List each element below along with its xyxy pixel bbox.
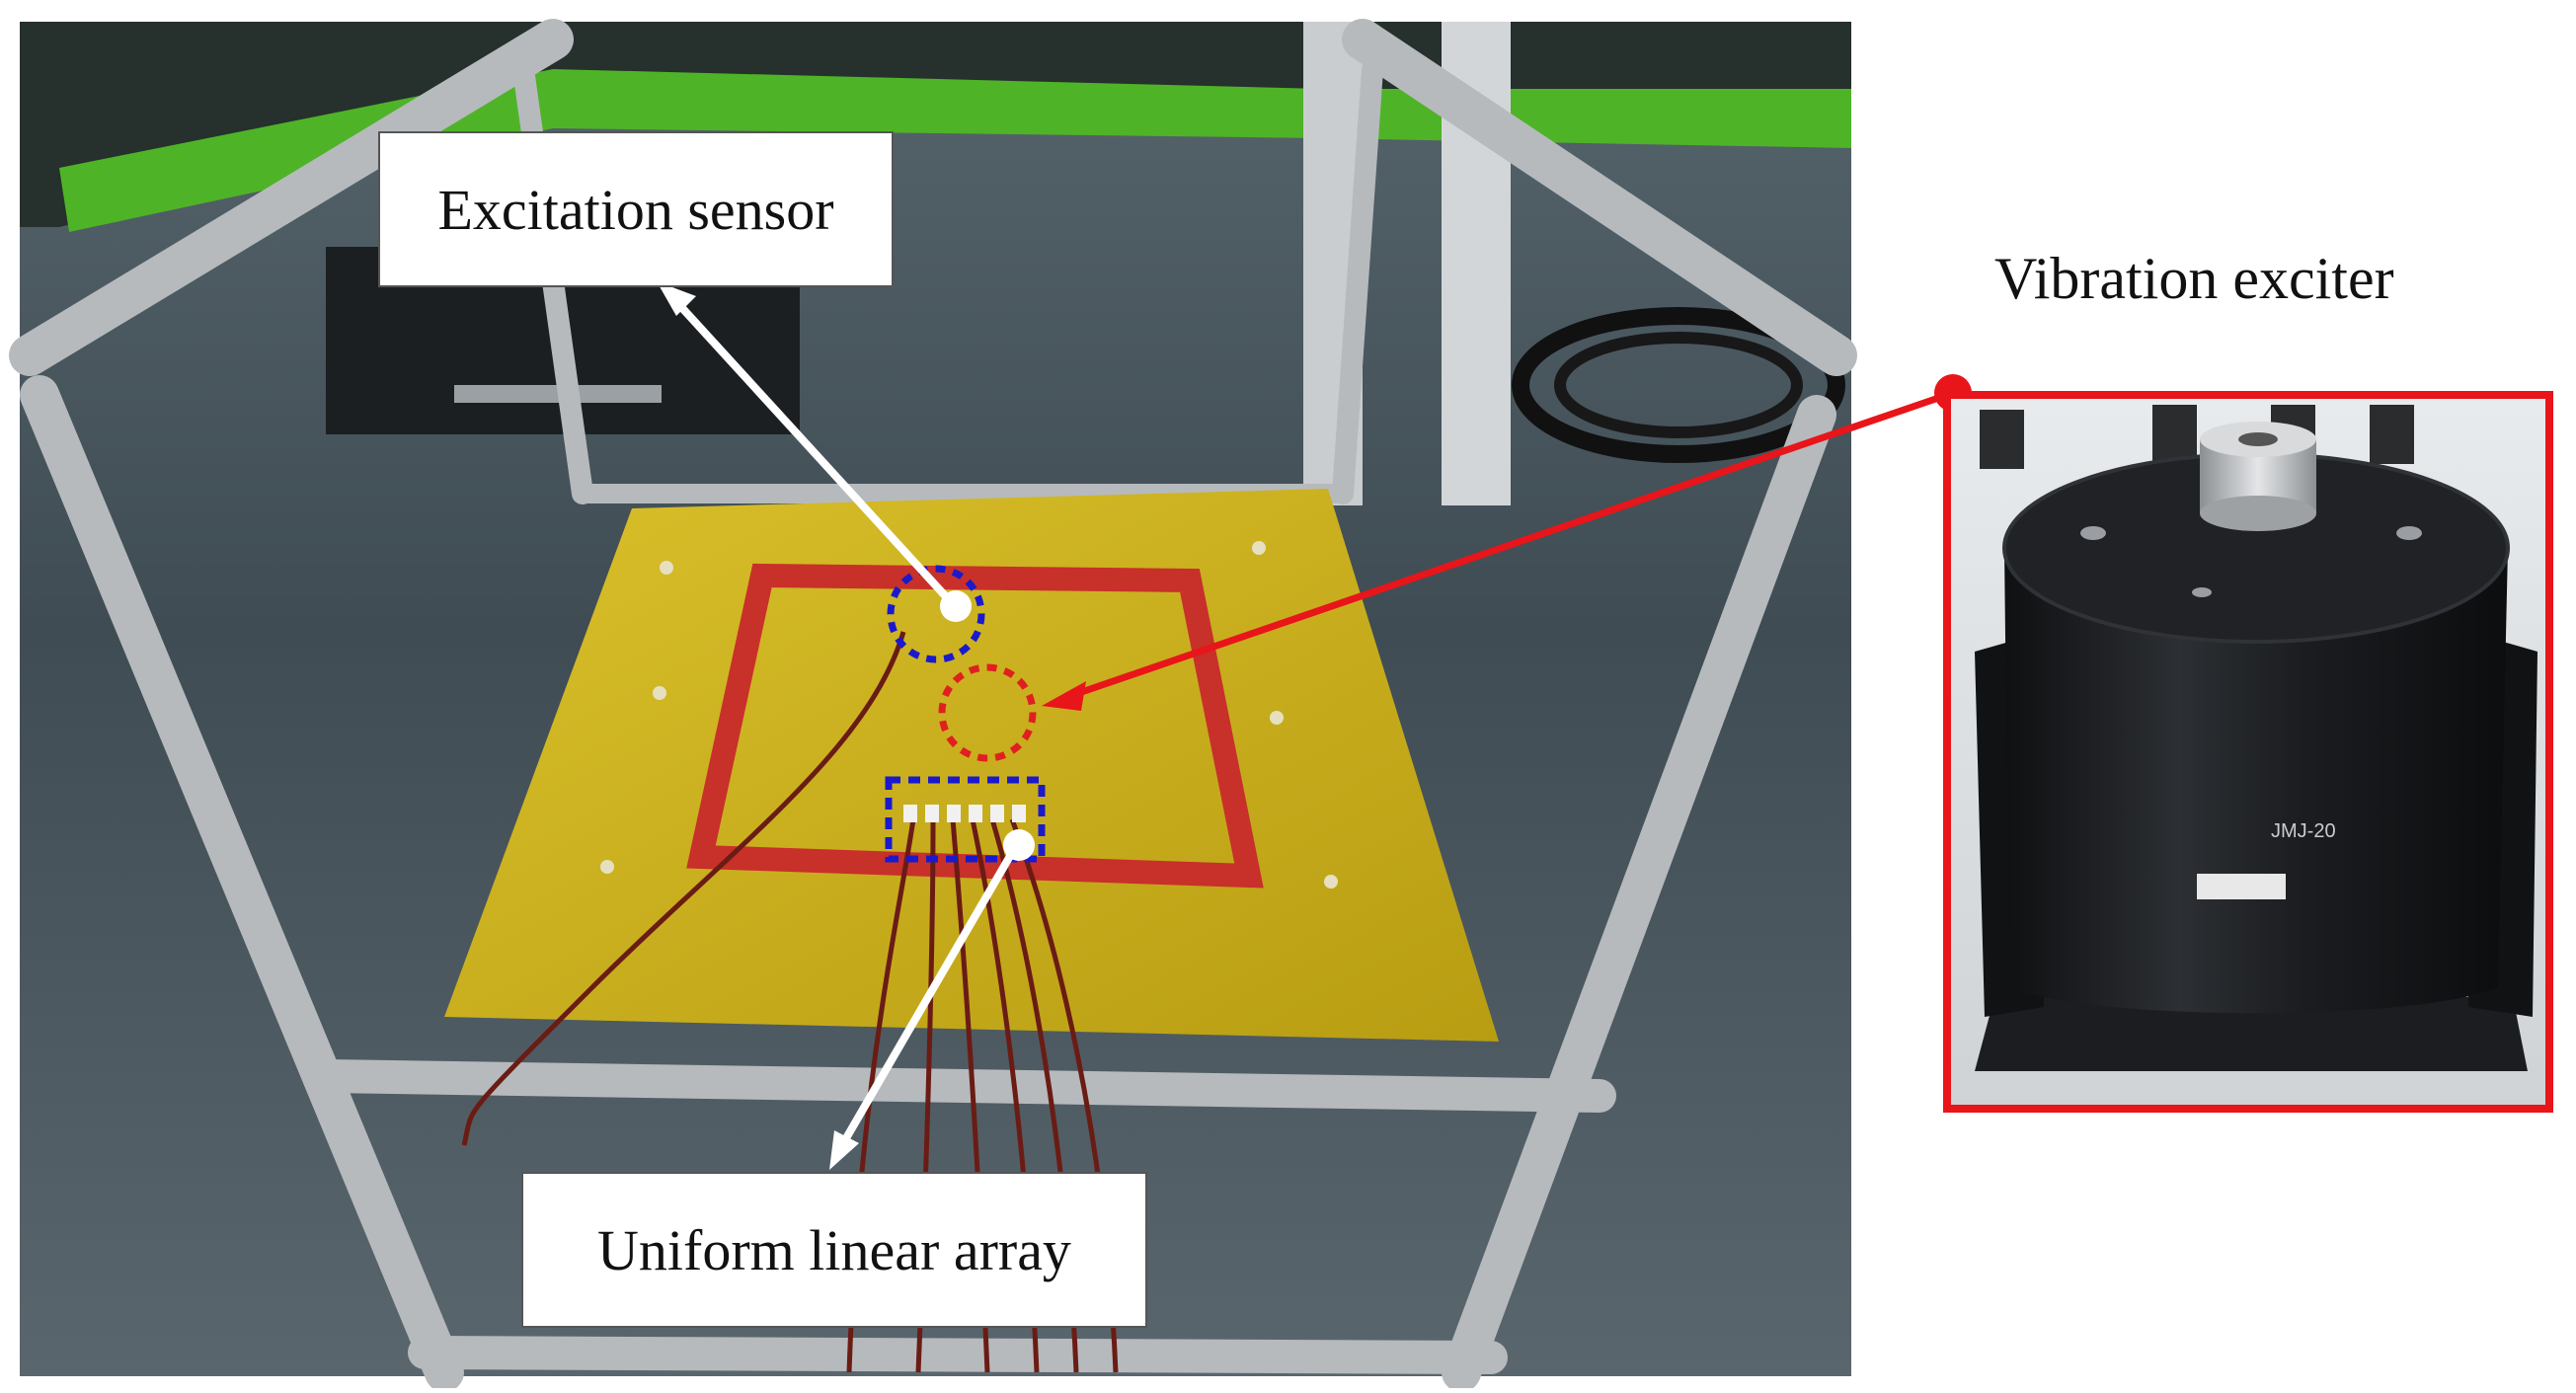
green-stripe [59,69,1851,232]
exciter-callout-arrow [1059,389,1955,703]
exciter-base [1975,997,2528,1071]
yellow-plate [444,489,1499,1042]
excitation-sensor-dot [940,590,972,622]
excitation-sensor-marker [887,565,985,663]
excitation-sensor-arrowhead [657,281,696,316]
exciter-serial-sticker [2197,874,2286,899]
linear-array-sensors [903,805,1026,822]
exciter-shaft-hole [2238,432,2278,446]
linear-array-marker [885,776,1046,863]
linear-array-arrowhead [829,1130,859,1170]
exciter-model-text: JMJ-20 [2271,820,2336,842]
plate-screws [600,541,1338,889]
exciter-highlight-frame [1943,391,2553,1113]
cable-coil [1512,307,1845,463]
excitation-sensor-label: Excitation sensor [378,131,894,287]
linear-array-dot [1003,829,1035,861]
excitation-sensor-arrow [668,293,956,607]
linear-array-arrow [835,841,1021,1153]
lab-photo [9,19,1857,1392]
wall-sockets [1980,405,2414,469]
excitation-point-marker [938,663,1037,762]
exciter-body [2004,548,2508,1014]
exciter-shaft-bottom [2200,496,2316,531]
exciter-top [2004,454,2508,642]
vibration-exciter-label: Vibration exciter [1994,246,2394,311]
cable-coil-inner [1554,332,1803,438]
exciter-photo: JMJ-20 [1943,391,2553,1113]
red-square-frame [686,563,1264,889]
uniform-linear-array-label: Uniform linear array [521,1172,1147,1328]
exciter-callout-arrowhead [1042,681,1086,711]
exciter-top-screws [2080,526,2422,597]
